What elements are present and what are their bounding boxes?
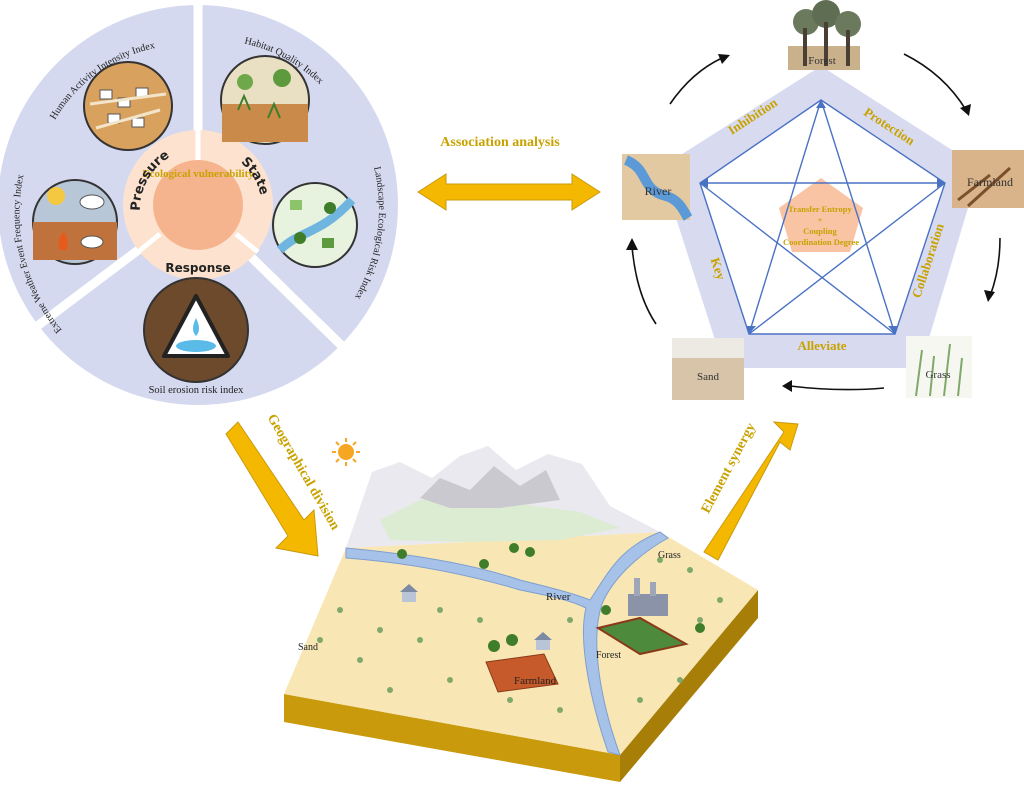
core-title: Ecological vulnerability	[142, 168, 254, 180]
land-label-river: River	[546, 591, 571, 603]
psr-core	[153, 160, 243, 250]
block-front-side	[284, 694, 620, 782]
psr-inner-dividers	[136, 130, 260, 254]
node-label-river: River	[645, 184, 672, 198]
sun-icon	[332, 438, 360, 466]
block-right-side	[620, 590, 758, 782]
node-forest: Forest	[788, 0, 861, 70]
settlement-icon	[83, 61, 173, 151]
habitat-icon	[220, 55, 310, 145]
element-synergy-arrow: Element synergy	[699, 421, 799, 561]
node-farmland: Farmland	[952, 150, 1024, 208]
node-label-grass: Grass	[925, 369, 950, 381]
edge-label-key: Key	[708, 256, 729, 282]
extreme-weather-icon	[32, 179, 118, 265]
node-label-sand: Sand	[697, 371, 720, 383]
land-label-farmland: Farmland	[514, 675, 557, 687]
psr-circle: Ecological vulnerability Pressure State …	[0, 0, 398, 405]
element-synergy-label: Element synergy	[699, 421, 759, 516]
association-label: Association analysis	[440, 135, 560, 150]
tree-cluster	[397, 543, 705, 652]
mountain-shadow	[420, 466, 560, 508]
house-icon	[400, 584, 552, 650]
landscape-patch-icon	[272, 182, 358, 268]
cycle-arrows	[631, 53, 1001, 391]
node-label-forest: Forest	[808, 55, 836, 67]
factory-icon	[628, 578, 668, 616]
node-grass: Grass	[906, 336, 972, 398]
soil-erosion-icon	[143, 277, 249, 383]
land-label-forest: Forest	[596, 650, 621, 661]
meadow-band	[380, 496, 620, 542]
geographical-division-arrow: Geographical division	[225, 412, 342, 557]
shrub-dots	[317, 557, 723, 713]
farmland-plot	[485, 653, 559, 693]
node-sand: Sand	[672, 338, 744, 400]
node-label-farmland: Farmland	[967, 175, 1013, 189]
cycle-arrowheads	[626, 54, 995, 392]
pentagon-core	[779, 178, 863, 252]
node-river: River	[622, 154, 693, 221]
land-label-sand: Sand	[298, 642, 318, 653]
center-method-text: Transfer Entropy + Coupling Coordination…	[783, 204, 859, 247]
land-label-grass: Grass	[658, 550, 681, 561]
star-lines	[699, 99, 946, 335]
river-shape	[345, 531, 669, 756]
ring-label-response: Response	[165, 261, 230, 275]
star-vertex-markers	[700, 100, 945, 334]
association-arrow: Association analysis	[417, 135, 601, 211]
edge-label-alleviate: Alleviate	[797, 338, 846, 353]
forest-plot	[595, 616, 689, 656]
core-title-line: Ecological vulnerability	[142, 168, 254, 180]
landscape-block: Sand River Grass Forest Farmland	[284, 446, 758, 782]
index-label-soil: Soil erosion risk index	[149, 385, 245, 396]
pentagon-group: Transfer Entropy + Coupling Coordination…	[622, 0, 1024, 400]
